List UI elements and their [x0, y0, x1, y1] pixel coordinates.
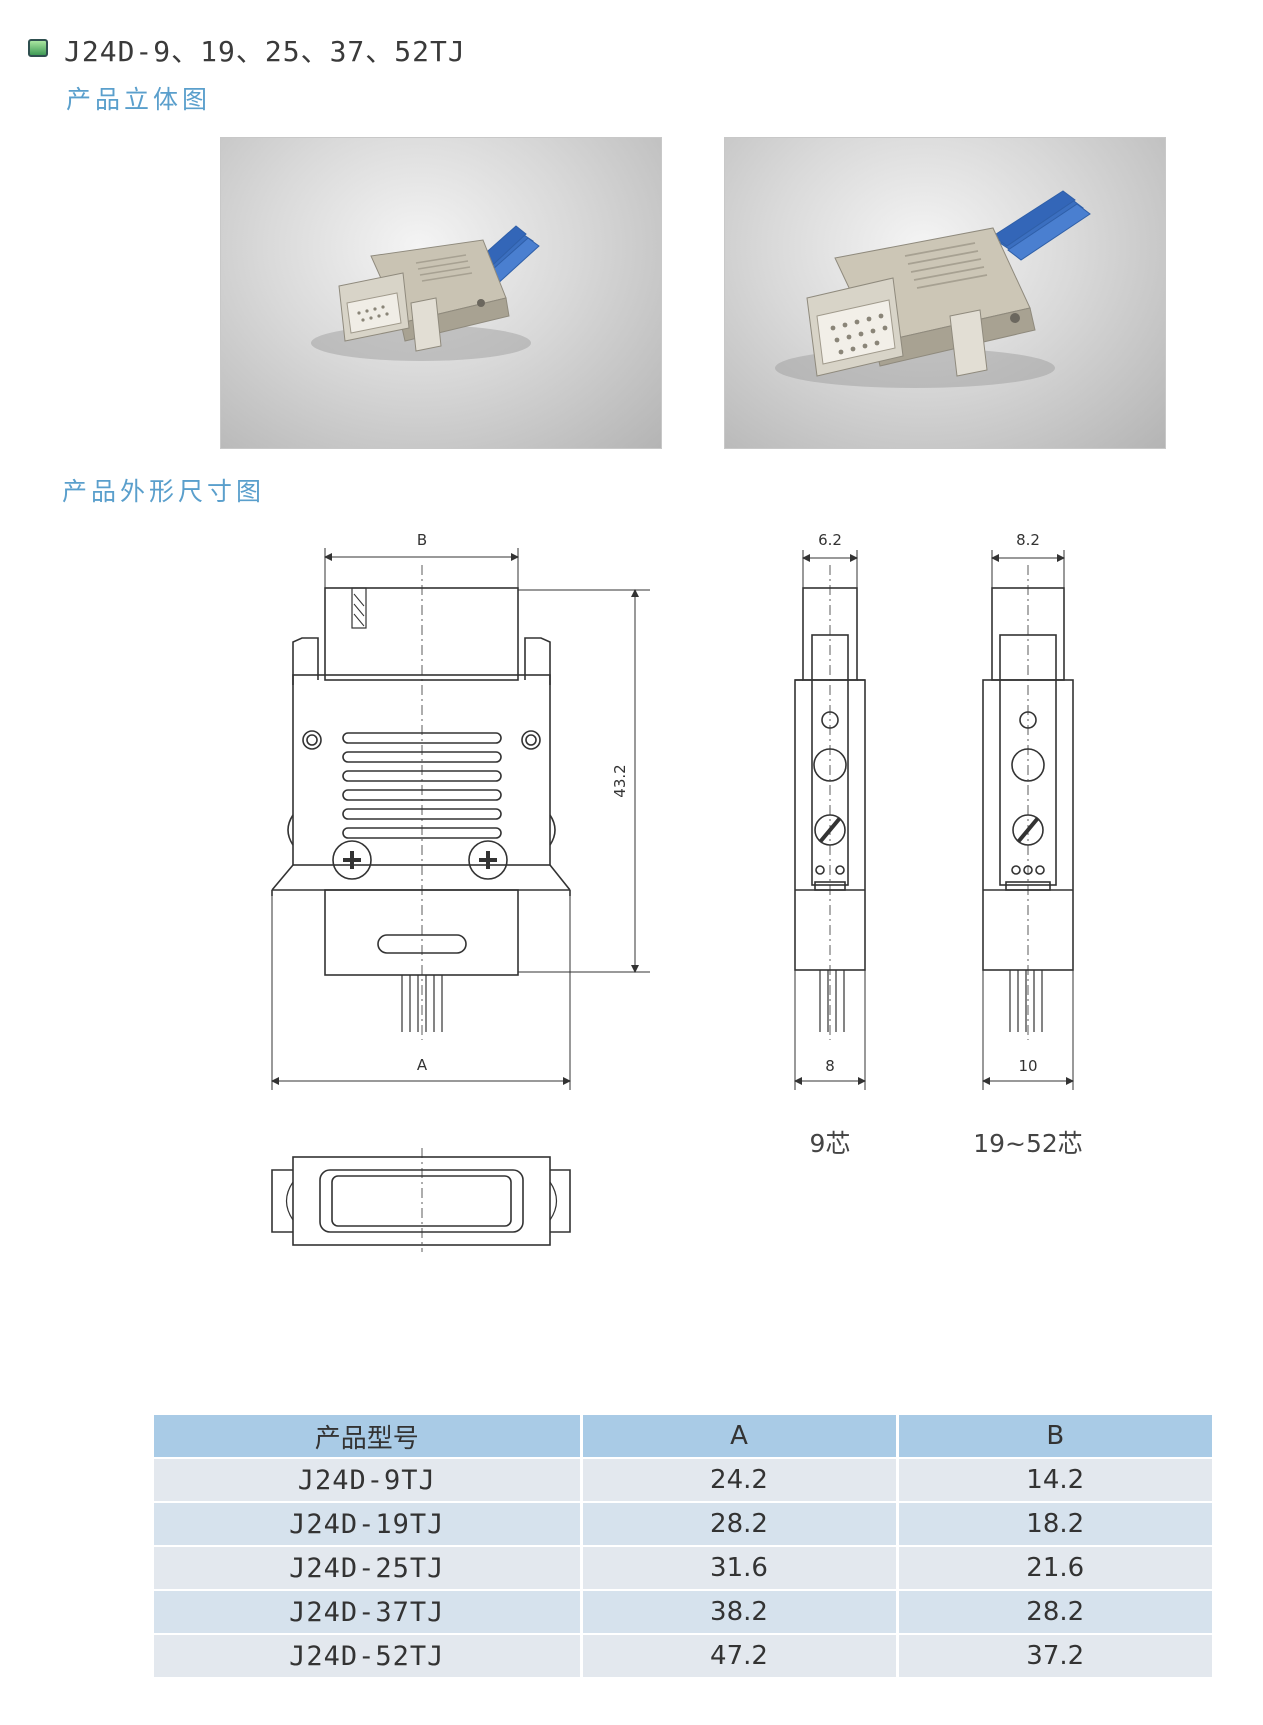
dim-b-label: B	[417, 531, 427, 549]
photos-heading: 产品立体图	[66, 85, 212, 114]
cell-a: 38.2	[581, 1590, 899, 1635]
cell-model: J24D-25TJ	[154, 1546, 583, 1591]
caption-9-core: 9芯	[809, 1129, 851, 1158]
side9-top-width: 6.2	[818, 531, 842, 549]
dim-a-label: A	[417, 1056, 428, 1074]
green-square-bullet-icon	[28, 39, 48, 57]
side9-bottom-width: 8	[825, 1057, 835, 1075]
cell-a: 31.6	[581, 1546, 899, 1591]
table-header-row: 产品型号 A B	[154, 1415, 1212, 1459]
table-row: J24D-37TJ 38.2 28.2	[154, 1590, 1212, 1635]
side-view-9-core	[794, 550, 866, 1090]
cell-model: J24D-37TJ	[154, 1590, 583, 1635]
table-row: J24D-52TJ 47.2 37.2	[154, 1634, 1212, 1679]
front-view	[271, 548, 650, 1090]
table-row: J24D-19TJ 28.2 18.2	[154, 1502, 1212, 1547]
page-title: J24D-9、19、25、37、52TJ	[64, 35, 466, 68]
caption-19-52-core: 19~52芯	[973, 1129, 1083, 1158]
cell-model: J24D-9TJ	[154, 1458, 583, 1503]
dimensions-heading: 产品外形尺寸图	[62, 477, 266, 506]
header-a: A	[581, 1415, 899, 1459]
dimension-drawing: B A 43.2 6.2 8 8.2 10	[271, 531, 1074, 1252]
connector-3d-render-large	[775, 190, 1091, 388]
product-photo-large	[724, 137, 1166, 449]
table-row: J24D-9TJ 24.2 14.2	[154, 1458, 1212, 1503]
cell-b: 21.6	[897, 1546, 1212, 1591]
table-row: J24D-25TJ 31.6 21.6	[154, 1546, 1212, 1591]
cell-model: J24D-52TJ	[154, 1634, 583, 1679]
cell-model: J24D-19TJ	[154, 1502, 583, 1547]
cell-a: 47.2	[581, 1634, 899, 1679]
header-b: B	[897, 1415, 1212, 1459]
dim-height-label: 43.2	[611, 764, 629, 797]
cell-a: 24.2	[581, 1458, 899, 1503]
product-photo-small	[220, 137, 662, 449]
side52-bottom-width: 10	[1018, 1057, 1037, 1075]
side52-top-width: 8.2	[1016, 531, 1040, 549]
bottom-view	[271, 1148, 571, 1252]
cell-b: 28.2	[897, 1590, 1212, 1635]
cell-b: 18.2	[897, 1502, 1212, 1547]
cell-a: 28.2	[581, 1502, 899, 1547]
side-view-19-52-core	[982, 550, 1074, 1090]
cell-b: 37.2	[897, 1634, 1212, 1679]
dimension-table: 产品型号 A B J24D-9TJ 24.2 14.2 J24D-19TJ 28…	[154, 1415, 1212, 1679]
cell-b: 14.2	[897, 1458, 1212, 1503]
connector-3d-render-small	[311, 225, 540, 361]
header-model: 产品型号	[154, 1415, 583, 1459]
